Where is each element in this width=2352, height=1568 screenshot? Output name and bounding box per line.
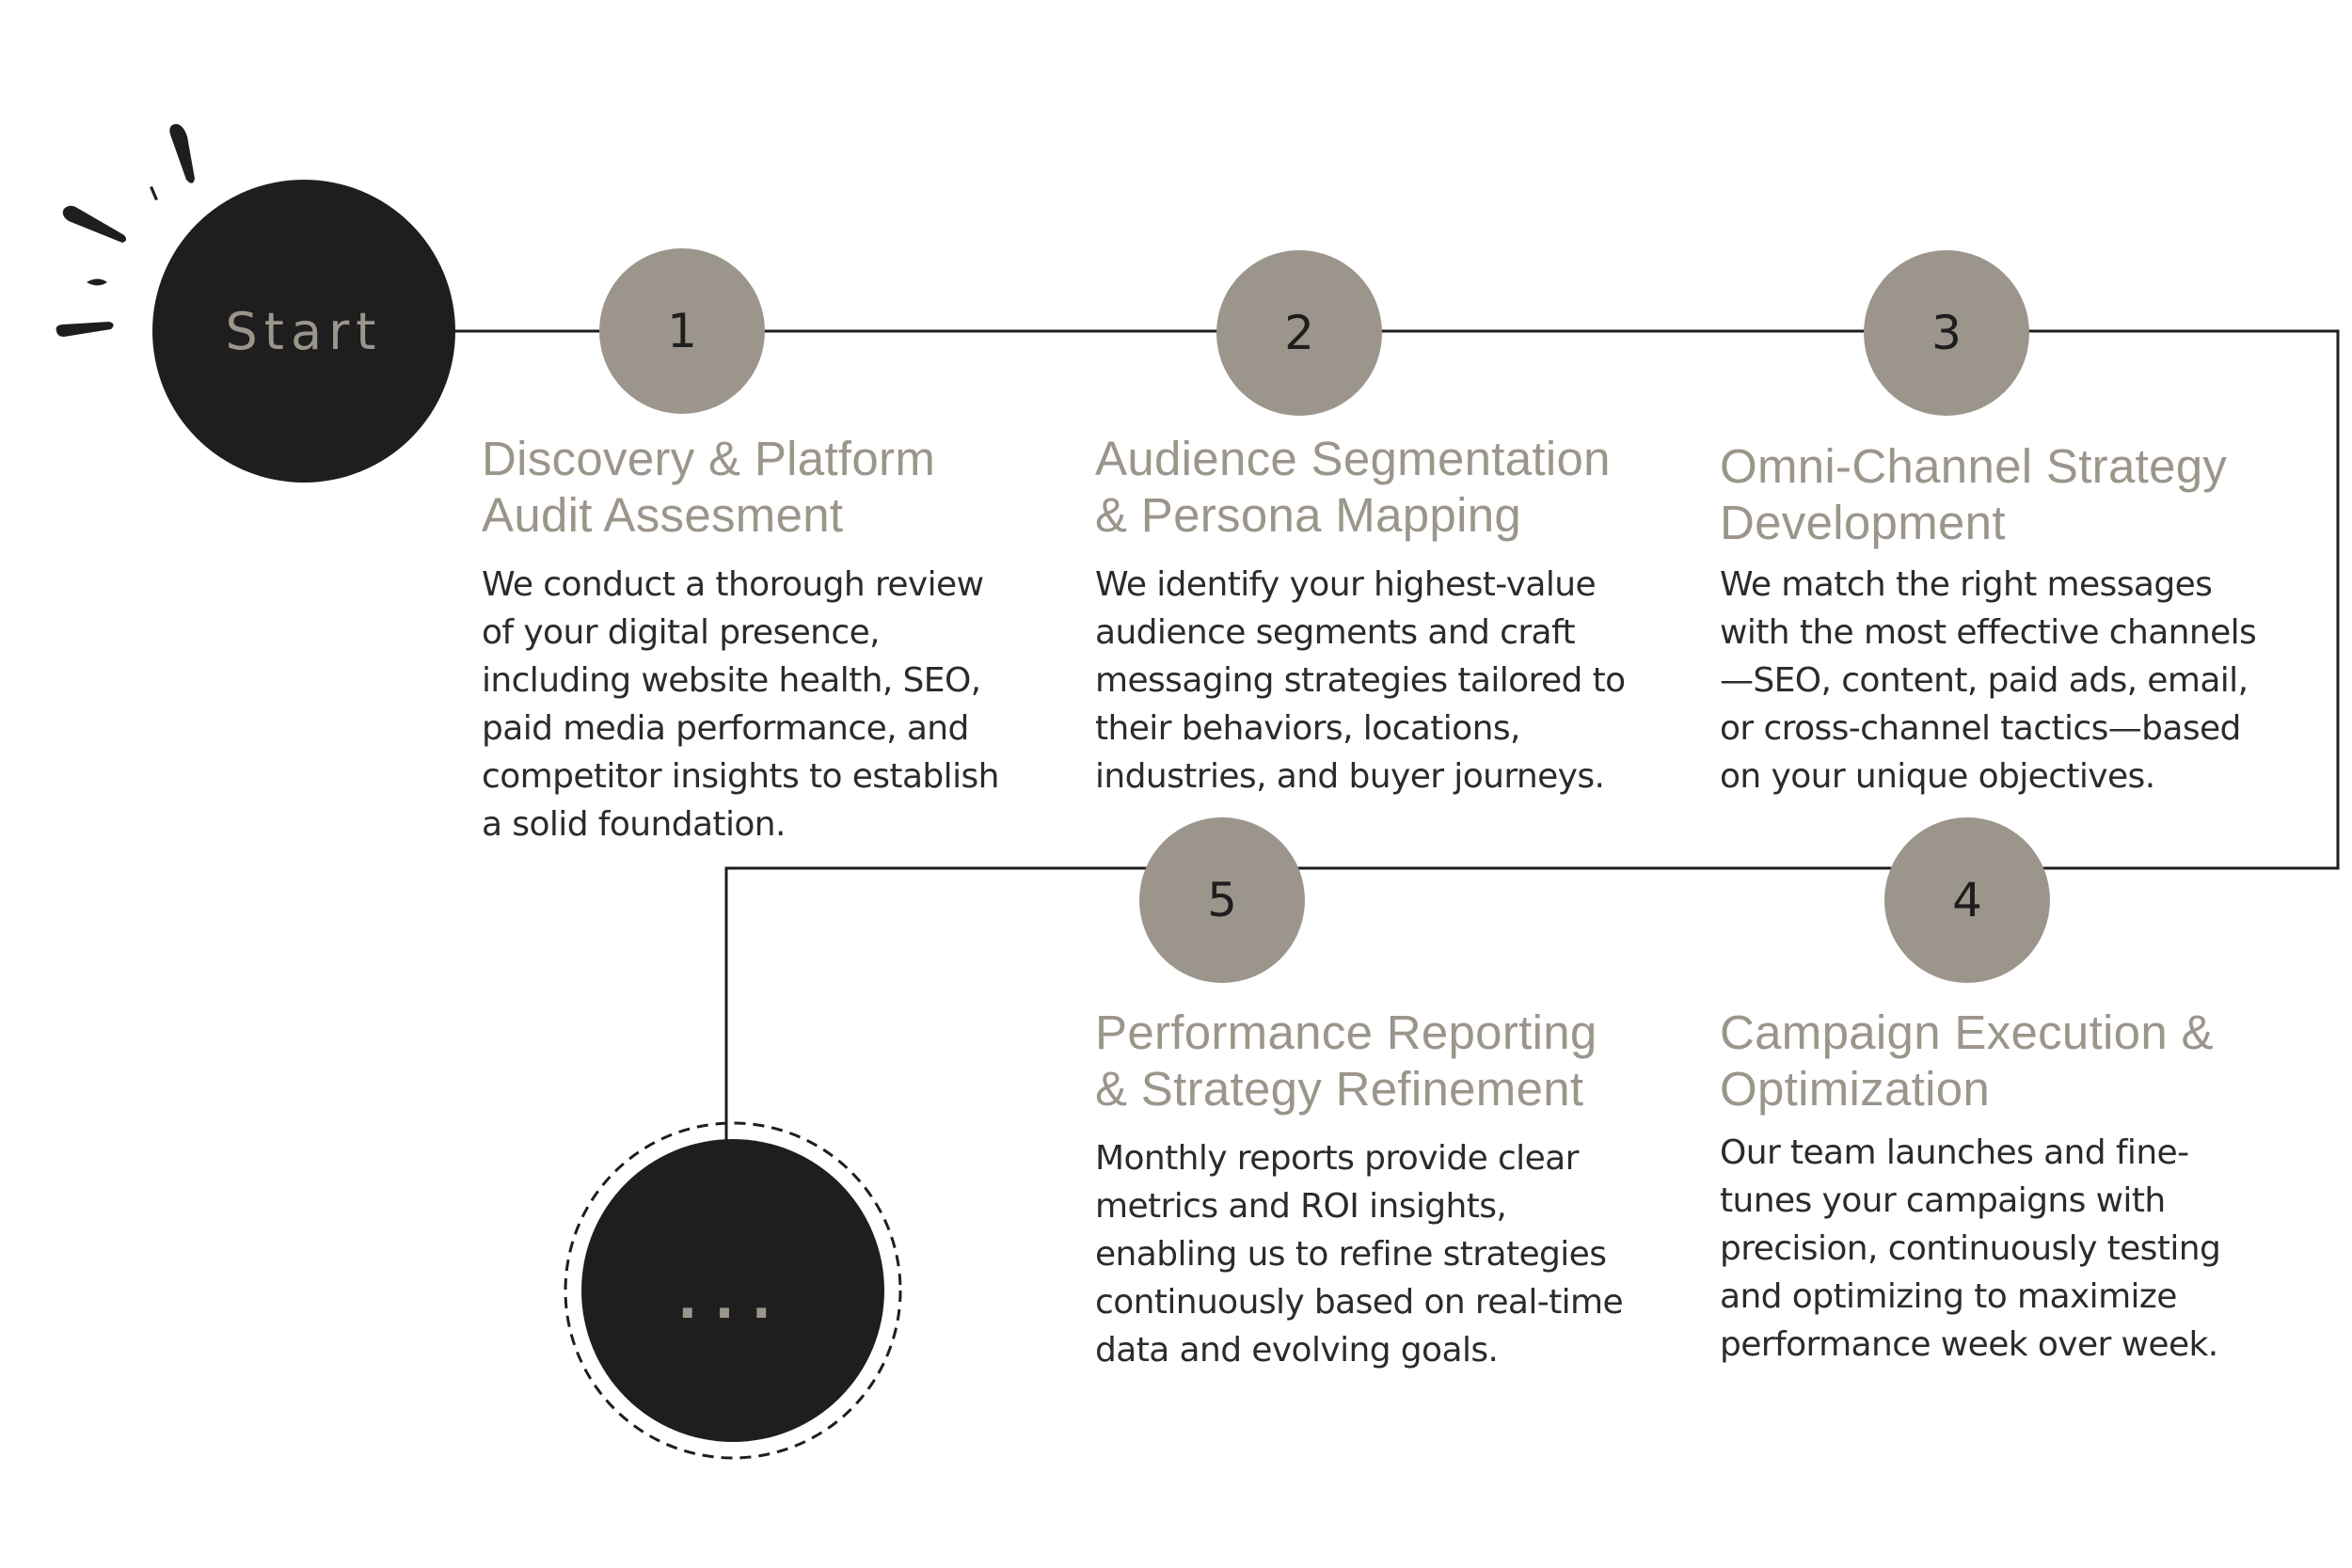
sparkle-icon bbox=[56, 123, 195, 337]
step-5-number: 5 bbox=[1207, 873, 1237, 927]
step-4-number: 4 bbox=[1952, 873, 1982, 927]
end-node-ring bbox=[564, 1121, 902, 1460]
step-5-description: Monthly reports provide clear metrics an… bbox=[1095, 1139, 1624, 1370]
step-4-description: Our team launches and fine-tunes your ca… bbox=[1720, 1133, 2221, 1364]
step-1-block: Discovery & Platform Audit Assesment We … bbox=[482, 431, 1009, 848]
step-1-number: 1 bbox=[667, 304, 697, 358]
step-3-title-line-2: Development bbox=[1720, 496, 2006, 549]
step-3-description: We match the right messages with the mos… bbox=[1720, 565, 2257, 796]
step-2-description: We identify your highest-value audience … bbox=[1095, 565, 1626, 796]
step-5-block: Performance Reporting & Strategy Refinem… bbox=[1095, 1005, 1650, 1374]
step-5-title-line-2: & Strategy Refinement bbox=[1095, 1062, 1584, 1116]
step-3-number: 3 bbox=[1931, 306, 1962, 360]
step-1-title-line-1: Discovery & Platform bbox=[482, 432, 936, 485]
step-5-title-line-1: Performance Reporting bbox=[1095, 1006, 1597, 1059]
step-1-description: We conduct a thorough review of your dig… bbox=[482, 565, 999, 844]
step-1-circle bbox=[599, 248, 765, 414]
step-3-circle bbox=[1864, 250, 2029, 416]
step-1-title: Discovery & Platform Audit Assesment bbox=[482, 431, 1009, 544]
step-2-number: 2 bbox=[1284, 306, 1314, 360]
step-2-title: Audience Segmentation & Persona Mapping bbox=[1095, 431, 1650, 544]
end-label: ... bbox=[677, 1269, 788, 1331]
step-5-title: Performance Reporting & Strategy Refinem… bbox=[1095, 1005, 1650, 1117]
step-2-circle bbox=[1216, 250, 1382, 416]
end-node bbox=[581, 1139, 884, 1442]
step-4-title-line-1: Campaign Execution & bbox=[1720, 1006, 2214, 1059]
step-4-block: Campaign Execution & Optimization Our te… bbox=[1720, 1005, 2275, 1369]
step-4-title-line-2: Optimization bbox=[1720, 1062, 1991, 1116]
step-4-title: Campaign Execution & Optimization bbox=[1720, 1005, 2275, 1117]
step-4-circle bbox=[1884, 817, 2050, 983]
step-5-circle bbox=[1139, 817, 1305, 983]
step-3-title-line-1: Omni-Channel Strategy bbox=[1720, 439, 2228, 493]
connector-line bbox=[452, 329, 2340, 1143]
step-3-block: Omni-Channel Strategy Development We mat… bbox=[1720, 438, 2275, 800]
step-1-title-line-2: Audit Assesment bbox=[482, 488, 844, 542]
step-2-title-line-2: & Persona Mapping bbox=[1095, 488, 1522, 542]
start-label: Start bbox=[225, 301, 383, 361]
step-2-title-line-1: Audience Segmentation bbox=[1095, 432, 1611, 485]
step-2-block: Audience Segmentation & Persona Mapping … bbox=[1095, 431, 1650, 800]
start-node bbox=[152, 180, 455, 483]
step-3-title: Omni-Channel Strategy Development bbox=[1720, 438, 2275, 551]
